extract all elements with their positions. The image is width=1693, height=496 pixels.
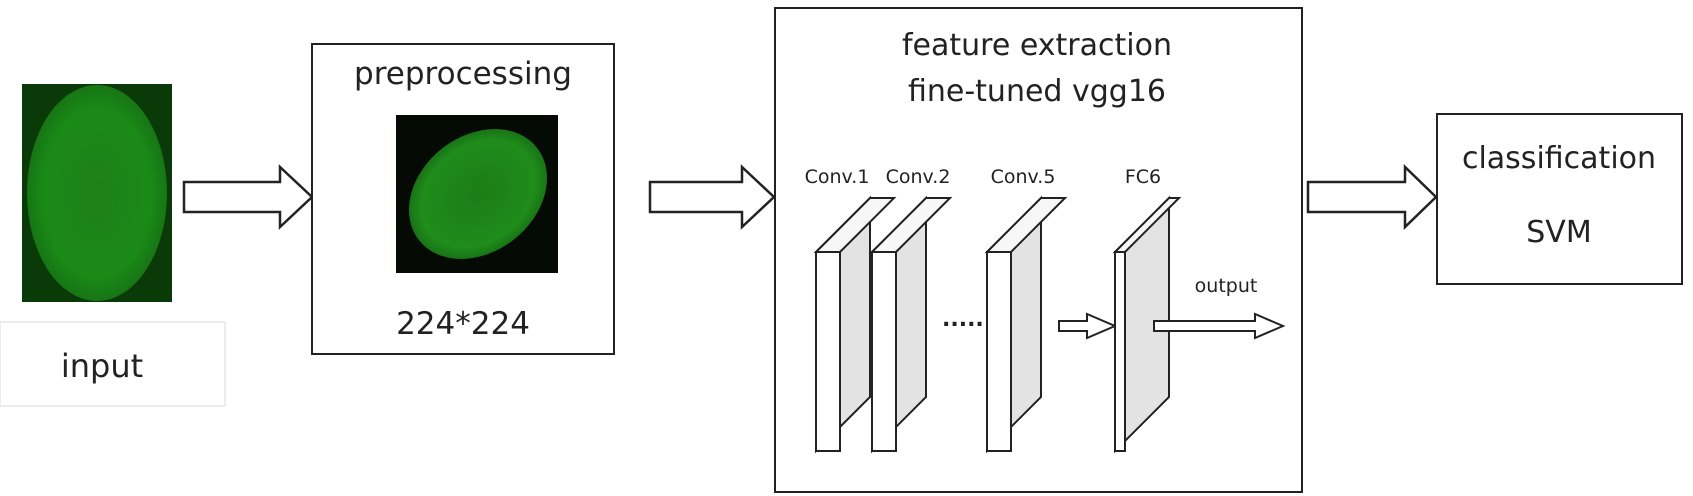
- preprocessing-size-label: 224*224: [396, 306, 530, 342]
- classification-box: [1436, 113, 1683, 285]
- preprocessing-title: preprocessing: [354, 56, 572, 92]
- layer-label-conv2: Conv.2: [886, 166, 951, 188]
- input-stage: input: [0, 84, 226, 407]
- feature-extraction-subtitle: fine-tuned vgg16: [908, 74, 1166, 109]
- layer-block-fc6: [1112, 195, 1182, 454]
- input-label: input: [61, 347, 143, 385]
- classification-stage: classification SVM: [1436, 113, 1683, 285]
- output-label: output: [1195, 275, 1258, 297]
- input-label-box: [0, 321, 226, 407]
- arrow-input-to-preprocessing: [182, 164, 314, 230]
- feature-extraction-stage: feature extraction fine-tuned vgg16 Conv…: [774, 7, 1303, 493]
- layer-block-conv5: [984, 195, 1068, 454]
- arrow-preprocessing-to-feature-extraction: [648, 164, 776, 230]
- arrow-feature-extraction-to-classification: [1306, 164, 1438, 230]
- layer-label-conv5: Conv.5: [991, 166, 1056, 188]
- layer-block-conv2: [869, 195, 953, 454]
- layer-label-conv1: Conv.1: [805, 166, 870, 188]
- arrow-fc6-output: [1153, 312, 1286, 340]
- layer-block-conv1: [813, 195, 897, 454]
- layer-ellipsis: ......: [942, 307, 992, 332]
- arrow-conv5-to-fc6: [1058, 312, 1118, 340]
- feature-extraction-title: feature extraction: [902, 28, 1172, 63]
- layer-label-fc6: FC6: [1125, 166, 1161, 188]
- preprocessed-cell-nucleus: [408, 129, 548, 259]
- classification-method: SVM: [1526, 215, 1591, 250]
- classification-title: classification: [1462, 141, 1656, 176]
- preprocessing-stage: preprocessing 224*224: [311, 43, 615, 355]
- input-cell-nucleus: [27, 85, 167, 301]
